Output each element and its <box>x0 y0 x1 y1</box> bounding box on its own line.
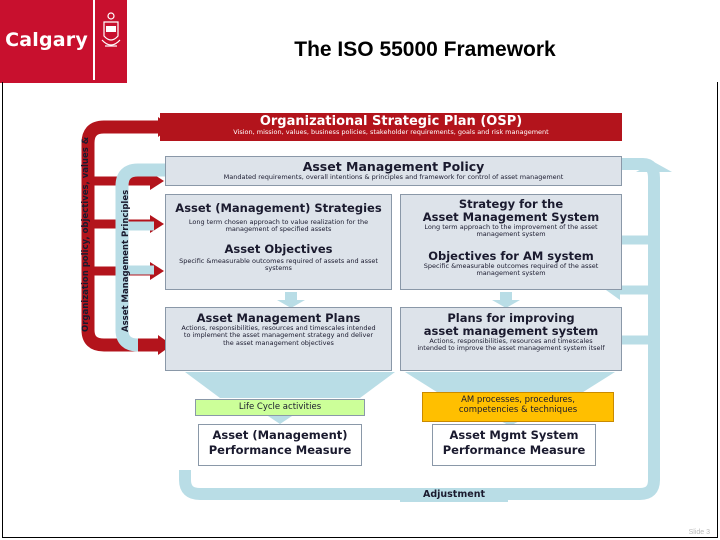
asset-objectives-title: Asset Objectives <box>224 241 333 256</box>
calgary-crest-icon <box>95 0 127 80</box>
am-performance-box: Asset (Management) Performance Measure <box>198 424 362 466</box>
slide-frame <box>2 82 718 538</box>
lifecycle-box: Life Cycle activities <box>195 399 365 416</box>
adjustment-label: Adjustment <box>422 489 485 500</box>
page-title: The ISO 55000 Framework <box>294 38 556 61</box>
calgary-logo <box>0 0 93 80</box>
improve-plans-box: Plans for improving asset management sys… <box>400 307 622 371</box>
organization-policy-label: Organization policy, objectives, values … <box>81 136 91 332</box>
am-performance-title-2: Performance Measure <box>208 443 352 457</box>
am-performance-title-1: Asset (Management) <box>212 428 348 442</box>
am-objectives-title: Objectives for AM system <box>428 248 594 263</box>
am-plans-box: Asset Management Plans Actions, responsi… <box>165 307 392 371</box>
am-strategies-title: Asset (Management) Strategies <box>175 201 382 215</box>
am-policy-subtitle: Mandated requirements, overall intention… <box>223 173 564 181</box>
osp-title: Organizational Strategic Plan (OSP) <box>259 114 523 129</box>
am-principles-label: Asset Management Principles <box>121 189 131 332</box>
ams-strategy-subtitle: Long term approach to the improvement of… <box>424 223 598 239</box>
ams-performance-title-2: Performance Measure <box>442 443 586 457</box>
am-plans-title: Asset Management Plans <box>196 311 361 325</box>
improve-plans-title-1: Plans for improving <box>447 311 575 325</box>
calgary-logo-text: Calgary <box>5 29 88 51</box>
lifecycle-label: Life Cycle activities <box>238 402 322 412</box>
am-strategies-subtitle: Long term chosen approach to value reali… <box>188 218 369 234</box>
am-plans-subtitle: Actions, responsibilities, resources and… <box>181 324 376 347</box>
ams-performance-title-1: Asset Mgmt System <box>449 428 579 442</box>
asset-objectives-subtitle: Specific &measurable outcomes required o… <box>179 256 378 273</box>
am-processes-box: AM processes, procedures, competencies &… <box>422 392 614 422</box>
ams-strategy-title-1: Strategy for the <box>458 197 564 211</box>
am-policy-box: Asset Management Policy Mandated require… <box>165 156 622 186</box>
ams-strategy-box: Strategy for the Asset Management System… <box>400 194 622 290</box>
am-processes-label: AM processes, procedures, competencies &… <box>458 395 578 415</box>
am-strategies-box: Asset (Management) Strategies Long term … <box>165 194 392 290</box>
improve-plans-title-2: asset management system <box>423 324 599 338</box>
adjustment-band: Adjustment <box>400 488 508 502</box>
ams-performance-box: Asset Mgmt System Performance Measure <box>432 424 596 466</box>
osp-bar: Organizational Strategic Plan (OSP) Visi… <box>160 113 622 141</box>
osp-subtitle: Vision, mission, values, business polici… <box>233 128 549 136</box>
am-policy-title: Asset Management Policy <box>302 159 485 174</box>
logo-underline <box>0 80 127 83</box>
improve-plans-subtitle: Actions, responsibilities, resources and… <box>417 337 605 353</box>
ams-strategy-title-2: Asset Management System <box>422 210 600 224</box>
slide-number: Slide 3 <box>688 529 710 536</box>
am-objectives-subtitle: Specific &measurable outcomes required o… <box>423 261 599 278</box>
